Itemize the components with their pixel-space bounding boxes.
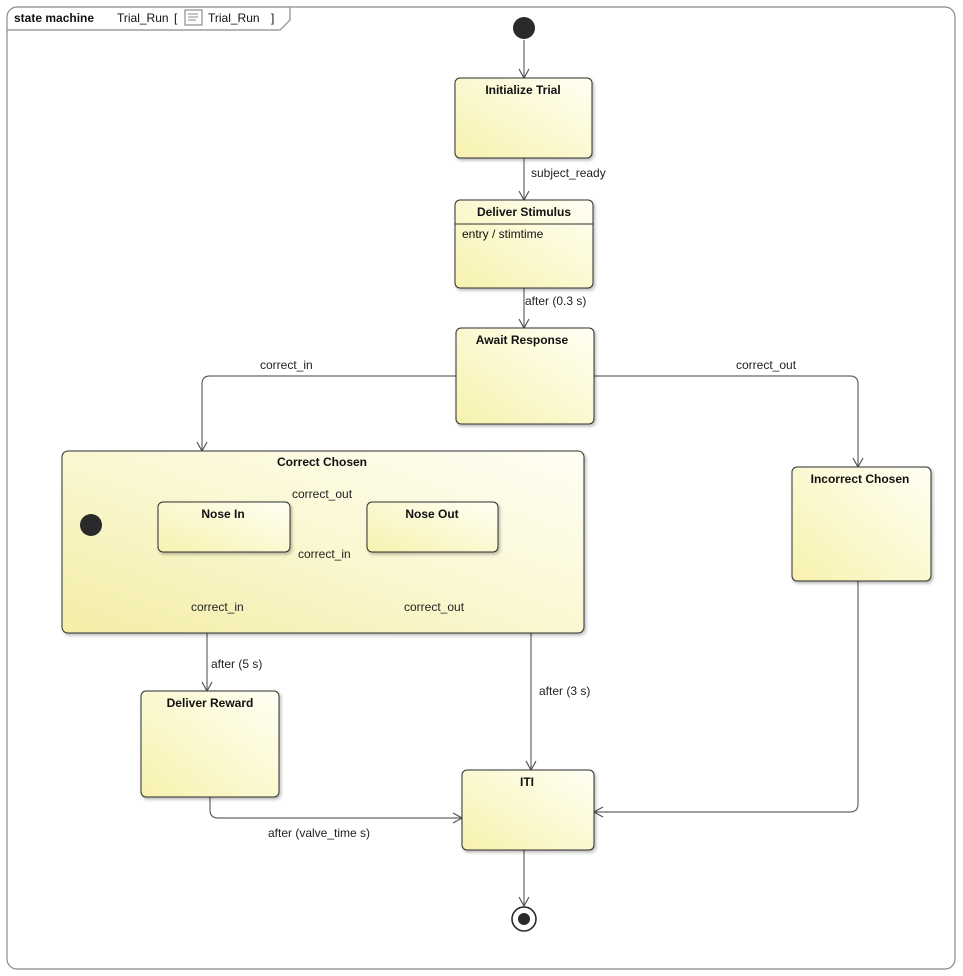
final-state — [511, 906, 537, 932]
frame-name-label: Trial_Run — [117, 11, 169, 25]
state-incorrect-chosen-title: Incorrect Chosen — [811, 472, 910, 486]
label-subject-ready: subject_ready — [531, 166, 606, 180]
state-iti-title: ITI — [520, 775, 534, 789]
frame-reference-name: Trial_Run — [208, 11, 260, 25]
label-nose-out-to-in: correct_in — [298, 547, 351, 561]
label-to-reward: after (5 s) — [211, 657, 262, 671]
initial-pseudostate — [513, 17, 535, 39]
state-deliver-stimulus-title: Deliver Stimulus — [477, 205, 571, 219]
state-deliver-stimulus[interactable]: Deliver Stimulus entry / stimtime — [454, 199, 594, 289]
frame-kind-label: state machine — [14, 11, 94, 25]
state-await-response[interactable]: Await Response — [455, 327, 595, 425]
state-await-response-title: Await Response — [476, 333, 569, 347]
frame-name-tab — [7, 7, 291, 31]
label-to-correct: correct_in — [260, 358, 313, 372]
state-deliver-reward[interactable]: Deliver Reward — [140, 690, 280, 798]
state-nose-in-title: Nose In — [201, 507, 244, 521]
state-incorrect-chosen[interactable]: Incorrect Chosen — [791, 466, 932, 582]
frame-close-bracket: ] — [271, 11, 274, 25]
state-deliver-stimulus-entry: entry / stimtime — [462, 227, 544, 241]
label-nose-in-self: correct_in — [191, 600, 244, 614]
label-reward-to-iti: after (valve_time s) — [268, 826, 370, 840]
label-nose-out-self: correct_out — [404, 600, 465, 614]
state-nose-out-title: Nose Out — [405, 507, 458, 521]
label-after-stimulus: after (0.3 s) — [525, 294, 586, 308]
edge-reward-to-iti — [209, 797, 462, 819]
state-initialize-trial-title: Initialize Trial — [485, 83, 560, 97]
state-nose-in[interactable]: Nose In — [157, 501, 291, 553]
state-correct-chosen-title: Correct Chosen — [277, 455, 367, 469]
label-to-iti-from-out: after (3 s) — [539, 684, 590, 698]
state-iti[interactable]: ITI — [461, 769, 595, 851]
edge-incorrect-to-iti — [594, 581, 859, 813]
transition-labels: subject_ready after (0.3 s) correct_in c… — [191, 166, 797, 840]
state-machine-diagram-icon — [184, 9, 203, 26]
inner-initial-pseudostate — [80, 514, 102, 536]
state-deliver-reward-title: Deliver Reward — [167, 696, 254, 710]
frame-open-bracket: [ — [174, 11, 178, 25]
edge-await-to-incorrect — [594, 375, 859, 467]
edge-await-to-correct — [201, 375, 456, 451]
label-to-incorrect: correct_out — [736, 358, 797, 372]
label-nose-in-to-out: correct_out — [292, 487, 353, 501]
state-correct-chosen[interactable]: Correct Chosen — [61, 450, 585, 634]
arrowhead-final — [518, 896, 530, 908]
state-initialize-trial[interactable]: Initialize Trial — [454, 77, 593, 159]
state-nose-out[interactable]: Nose Out — [366, 501, 499, 553]
